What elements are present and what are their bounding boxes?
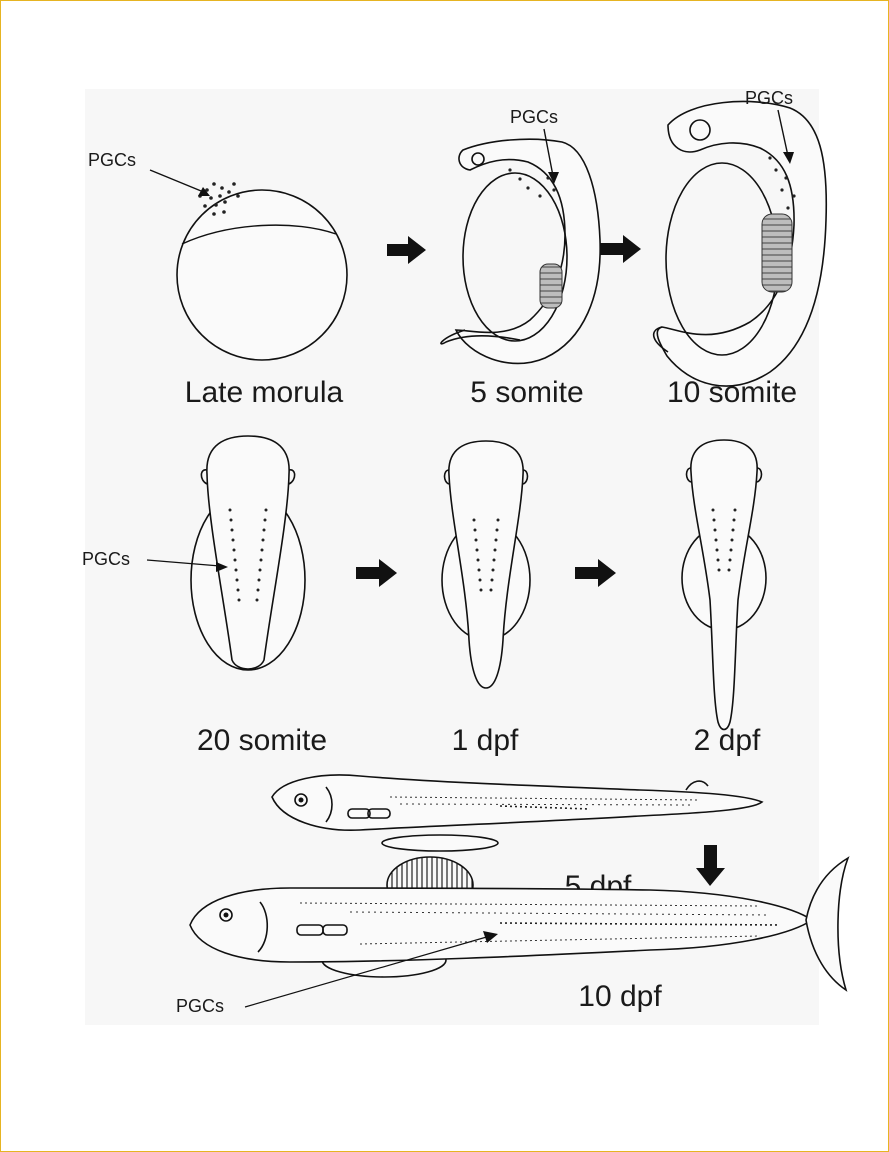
stage-label-20-somite: 20 somite xyxy=(197,724,327,757)
stage-label-10-dpf: 10 dpf xyxy=(578,980,662,1013)
20-somite-embryo xyxy=(191,436,305,670)
10-somite-embryo xyxy=(654,101,827,386)
arrow-5-dpf-to-10-dpf xyxy=(696,845,725,886)
pgcs-label-1: PGCs xyxy=(88,150,136,170)
2-dpf-embryo xyxy=(682,440,766,730)
pgcs-label-3: PGCs xyxy=(745,88,793,108)
arrow-20-somite-to-1-dpf xyxy=(356,559,397,587)
stage-label-late-morula: Late morula xyxy=(185,376,344,409)
pgcs-label-5: PGCs xyxy=(176,996,224,1016)
stage-label-5-somite: 5 somite xyxy=(470,376,583,409)
10-dpf-larva xyxy=(190,857,848,990)
pgcs-annotation-1: PGCs xyxy=(88,150,210,196)
stage-label-2-dpf: 2 dpf xyxy=(694,724,761,757)
stage-label-1-dpf: 1 dpf xyxy=(452,724,519,757)
1-dpf-embryo xyxy=(442,441,530,688)
arrow-morula-to-5-somite xyxy=(387,236,426,264)
5-dpf-larva xyxy=(272,775,762,851)
pgcs-label-2: PGCs xyxy=(510,107,558,127)
arrow-1-dpf-to-2-dpf xyxy=(575,559,616,587)
5-somite-embryo xyxy=(441,139,600,363)
pgcs-label-4: PGCs xyxy=(82,549,130,569)
arrow-5-to-10-somite xyxy=(600,235,641,263)
late-morula-embryo xyxy=(177,182,347,360)
stage-label-10-somite: 10 somite xyxy=(667,376,797,409)
